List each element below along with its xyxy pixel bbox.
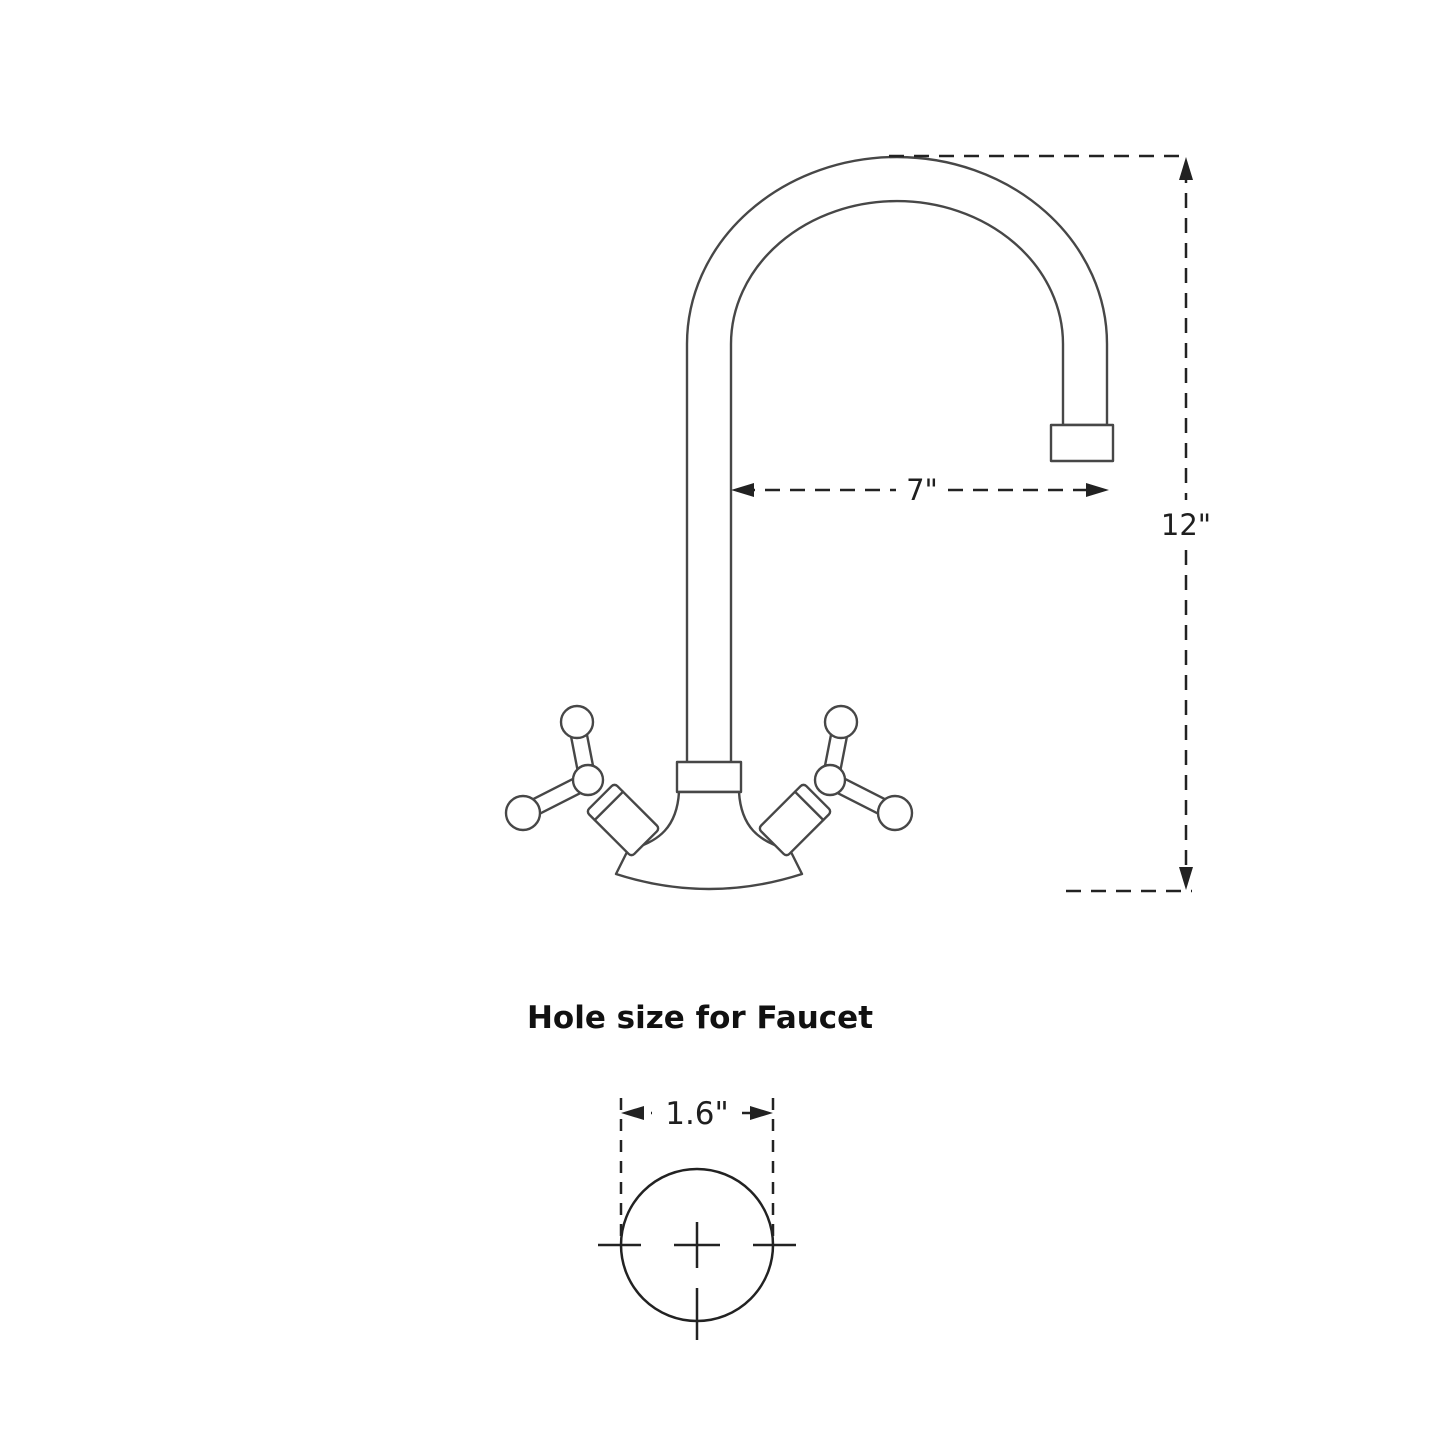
faucet-drawing [504,155,1115,891]
width-dimension-label: 7" [906,473,938,507]
arrowhead-right [1086,483,1109,497]
hole-centerlines [598,1222,796,1340]
left-handle [504,704,660,857]
width-dimension [731,483,1109,497]
arrowhead-left [731,483,754,497]
height-dimension-label: 12" [1161,508,1211,542]
hole-dimension [621,1106,773,1120]
handle-ball [876,794,914,832]
arrowhead-right [750,1106,773,1120]
gooseneck-spout [685,155,1109,768]
arrowhead-down [1179,867,1193,890]
handle-stem [758,783,832,857]
hole-section-title: Hole size for Faucet [527,1000,873,1036]
pipe-collar [675,760,743,794]
arrowhead-up [1179,157,1193,180]
faucet-body [614,790,804,891]
handle-hub [571,763,605,797]
dimension-annotations [731,154,1193,893]
height-dimension [1179,157,1193,890]
handle-ball [504,794,542,832]
handle-hub [813,763,847,797]
arrowhead-left [621,1106,644,1120]
spout-outer-contour [685,155,1109,768]
handle-stem [586,783,660,857]
hole-dimension-label: 1.6" [665,1096,729,1132]
hole-diagram [598,1098,796,1340]
handle-ball [823,704,859,740]
right-handle [758,704,914,857]
spout-tip [1049,423,1115,463]
handle-ball [559,704,595,740]
